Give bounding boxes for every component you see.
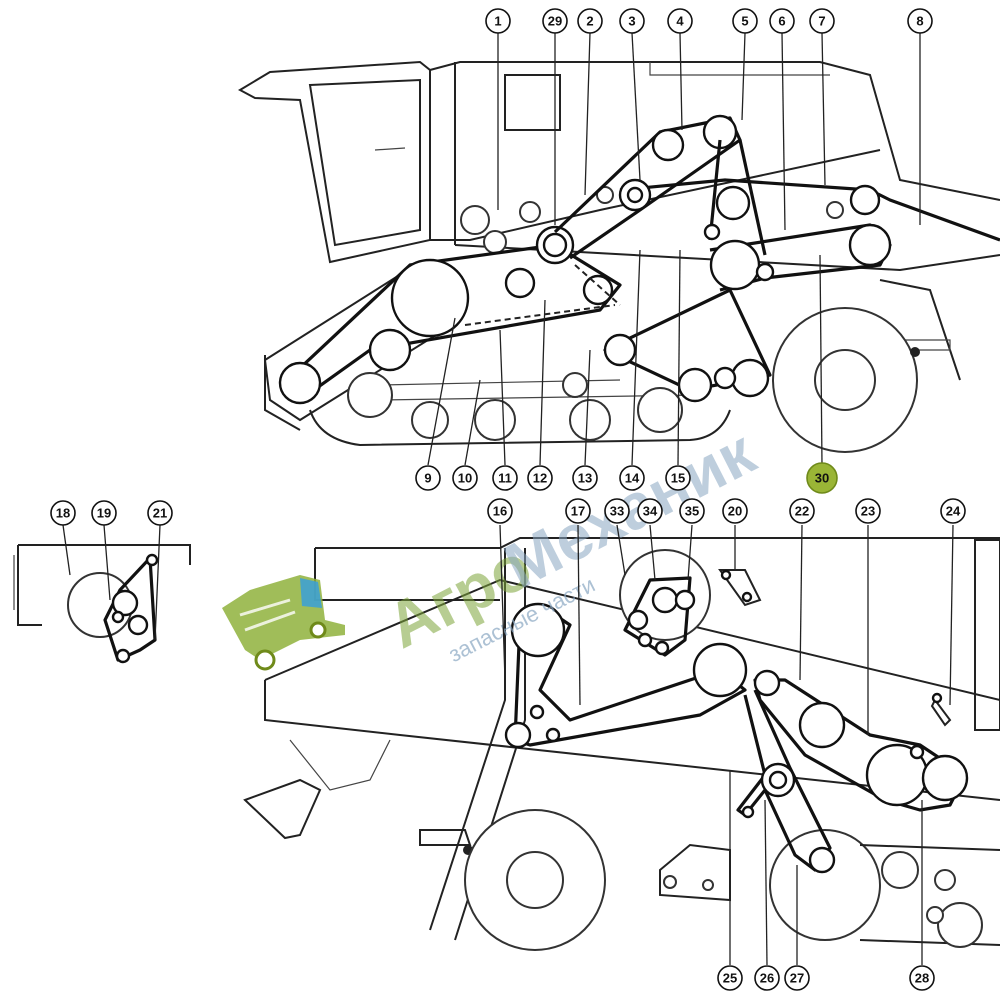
callout-leader-lines xyxy=(62,32,954,966)
svg-text:7: 7 xyxy=(818,14,825,29)
svg-text:33: 33 xyxy=(610,504,624,519)
svg-text:26: 26 xyxy=(760,971,774,986)
svg-text:23: 23 xyxy=(861,504,875,519)
svg-text:29: 29 xyxy=(548,14,562,29)
callout-22: 22 xyxy=(789,498,815,524)
callout-12: 12 xyxy=(527,465,553,491)
svg-text:13: 13 xyxy=(578,471,592,486)
svg-text:19: 19 xyxy=(97,506,111,521)
callout-29: 29 xyxy=(542,8,568,34)
callout-10: 10 xyxy=(452,465,478,491)
callout-1: 1 xyxy=(485,8,511,34)
svg-text:22: 22 xyxy=(795,504,809,519)
svg-text:27: 27 xyxy=(790,971,804,986)
svg-text:6: 6 xyxy=(778,14,785,29)
callout-28: 28 xyxy=(909,965,935,991)
svg-text:35: 35 xyxy=(685,504,699,519)
callouts: 1 29 2 3 4 5 6 7 8 9 10 11 12 13 14 15 3… xyxy=(50,8,966,991)
callout-13: 13 xyxy=(572,465,598,491)
callout-21: 21 xyxy=(147,500,173,526)
svg-text:5: 5 xyxy=(741,14,748,29)
callout-9: 9 xyxy=(415,465,441,491)
svg-text:3: 3 xyxy=(628,14,635,29)
bottom-belt-system xyxy=(504,549,969,874)
svg-text:34: 34 xyxy=(643,504,658,519)
svg-text:15: 15 xyxy=(671,471,685,486)
callout-19: 19 xyxy=(91,500,117,526)
svg-text:30: 30 xyxy=(815,471,829,486)
svg-text:20: 20 xyxy=(728,504,742,519)
svg-text:4: 4 xyxy=(676,14,684,29)
svg-text:12: 12 xyxy=(533,471,547,486)
callout-4: 4 xyxy=(667,8,693,34)
combine-harvester-icon xyxy=(222,575,345,671)
svg-text:21: 21 xyxy=(153,506,167,521)
svg-text:25: 25 xyxy=(723,971,737,986)
svg-text:14: 14 xyxy=(625,471,640,486)
svg-text:11: 11 xyxy=(498,471,512,486)
callout-15: 15 xyxy=(665,465,691,491)
callout-33: 33 xyxy=(604,498,630,524)
svg-text:28: 28 xyxy=(915,971,929,986)
callout-7: 7 xyxy=(809,8,835,34)
inset-pulley-detail xyxy=(13,544,191,664)
callout-2: 2 xyxy=(577,8,603,34)
svg-text:16: 16 xyxy=(493,504,507,519)
top-belt-system xyxy=(278,114,1000,405)
callout-35: 35 xyxy=(679,498,705,524)
callout-17: 17 xyxy=(565,498,591,524)
callout-20: 20 xyxy=(722,498,748,524)
callout-27: 27 xyxy=(784,965,810,991)
callout-25: 25 xyxy=(717,965,743,991)
svg-text:8: 8 xyxy=(916,14,923,29)
callout-30-highlighted: 30 xyxy=(806,462,838,494)
callout-6: 6 xyxy=(769,8,795,34)
callout-18: 18 xyxy=(50,500,76,526)
bottom-combine-outline xyxy=(243,537,1000,951)
svg-text:9: 9 xyxy=(424,471,431,486)
callout-24: 24 xyxy=(940,498,966,524)
callout-3: 3 xyxy=(619,8,645,34)
callout-34: 34 xyxy=(637,498,663,524)
svg-text:2: 2 xyxy=(586,14,593,29)
callout-11: 11 xyxy=(492,465,518,491)
callout-8: 8 xyxy=(907,8,933,34)
callout-23: 23 xyxy=(855,498,881,524)
callout-14: 14 xyxy=(619,465,645,491)
callout-26: 26 xyxy=(754,965,780,991)
svg-text:17: 17 xyxy=(571,504,585,519)
callout-16: 16 xyxy=(487,498,513,524)
svg-text:10: 10 xyxy=(458,471,472,486)
svg-text:1: 1 xyxy=(494,14,501,29)
svg-text:24: 24 xyxy=(946,504,961,519)
callout-5: 5 xyxy=(732,8,758,34)
svg-text:18: 18 xyxy=(56,506,70,521)
